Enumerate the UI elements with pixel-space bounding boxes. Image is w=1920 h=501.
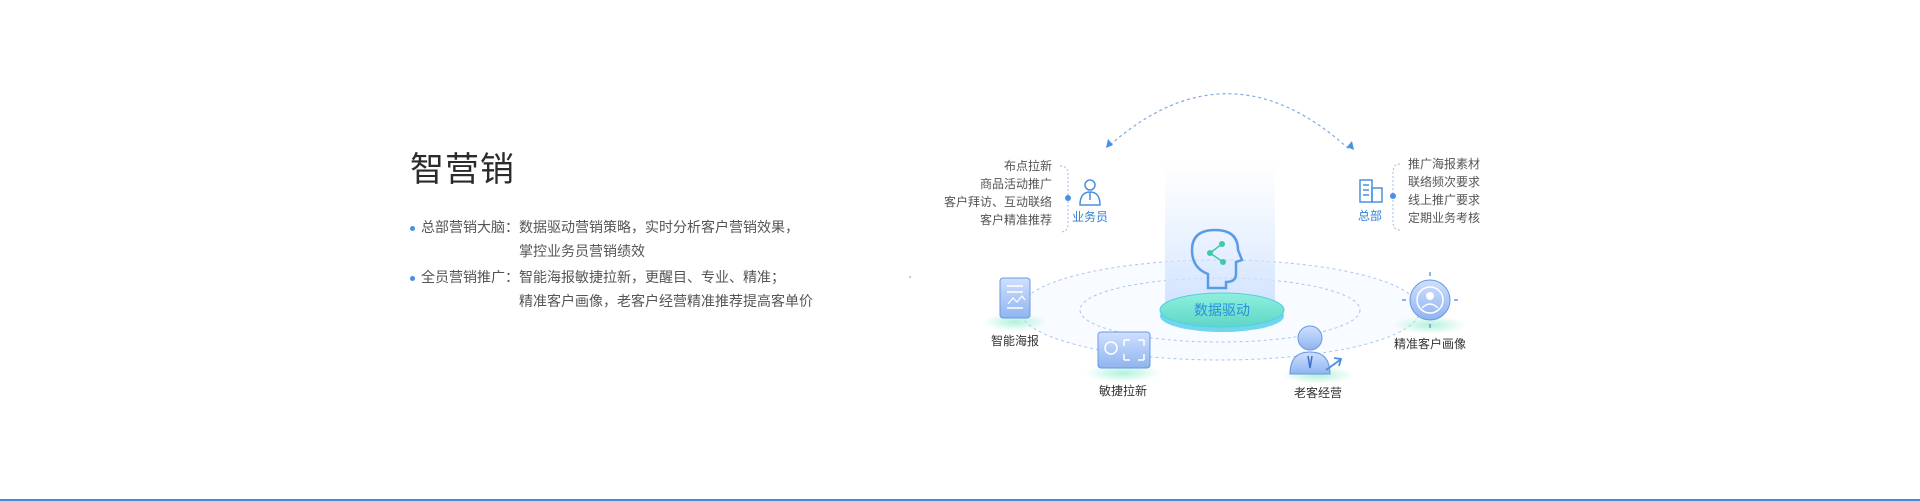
headquarters-item: 推广海报素材 (1408, 156, 1480, 171)
bottom-divider (0, 499, 1920, 501)
arrow-right-icon (1347, 141, 1354, 150)
headquarters-label: 总部 (1358, 208, 1382, 223)
headquarters-item: 联络频次要求 (1408, 174, 1480, 189)
bullet-label: 全员营销推广： (421, 270, 519, 286)
center-label: 数据驱动 (1194, 303, 1250, 319)
node-acquisition-label: 敏捷拉新 (1099, 383, 1147, 398)
marketing-diagram: 数据驱动 布点拉新 商品活动推广 客户拜访、互动联络 客户精准推荐 业务员 总部… (944, 93, 1480, 400)
node-profile-label: 精准客户画像 (1394, 336, 1466, 351)
bullet-line: 掌控业务员营销绩效 (519, 244, 645, 260)
headquarters-item: 定期业务考核 (1408, 210, 1480, 225)
bullet-line: 精准客户画像，老客户经营精准推荐提高客单价 (519, 294, 813, 310)
node-glow (983, 313, 1047, 331)
bullet-dot (410, 276, 415, 281)
bullet-item: 总部营销大脑： 数据驱动营销策略，实时分析客户营销效果， 掌控业务员营销绩效 (410, 216, 930, 264)
bullet-label: 总部营销大脑： (421, 220, 519, 236)
center-disc (1159, 292, 1285, 328)
salesperson-bracket (1059, 165, 1071, 233)
bullet-text: 智能海报敏捷拉新，更醒目、专业、精准； 精准客户画像，老客户经营精准推荐提高客单… (519, 266, 930, 314)
top-arc (1109, 93, 1351, 151)
headquarters-icon (1359, 179, 1383, 203)
intro-panel: 智营销 总部营销大脑： 数据驱动营销策略，实时分析客户营销效果， 掌控业务员营销… (410, 150, 930, 316)
salesperson-item: 布点拉新 (1004, 158, 1052, 173)
page-title: 智营销 (410, 150, 515, 190)
salesperson-item: 客户拜访、互动联络 (944, 194, 1052, 209)
bullet-dot (410, 226, 415, 231)
poster-icon (999, 277, 1031, 319)
bullet-line: 数据驱动营销策略，实时分析客户营销效果， (519, 220, 799, 236)
salesperson-icon (1079, 179, 1101, 206)
salesperson-item: 商品活动推广 (980, 176, 1052, 191)
headquarters-item: 线上推广要求 (1408, 193, 1480, 207)
id-card-icon (1097, 331, 1151, 369)
bullet-line: 智能海报敏捷拉新，更醒目、专业、精准； (519, 270, 785, 286)
headquarters-bracket (1390, 163, 1401, 231)
arrow-left-icon (1106, 139, 1113, 148)
node-retention-label: 老客经营 (1294, 385, 1342, 400)
light-beam (1165, 160, 1275, 310)
bullet-item: 全员营销推广： 智能海报敏捷拉新，更醒目、专业、精准； 精准客户画像，老客户经营… (410, 266, 930, 314)
target-profile-icon (1402, 272, 1458, 328)
bullet-text: 数据驱动营销策略，实时分析客户营销效果， 掌控业务员营销绩效 (519, 216, 930, 264)
customer-growth-icon (1289, 325, 1343, 375)
node-poster-label: 智能海报 (991, 333, 1039, 348)
salesperson-item: 客户精准推荐 (980, 212, 1052, 227)
salesperson-label: 业务员 (1072, 209, 1108, 224)
decorative-dot (909, 276, 911, 278)
brain-share-icon (1190, 228, 1244, 290)
